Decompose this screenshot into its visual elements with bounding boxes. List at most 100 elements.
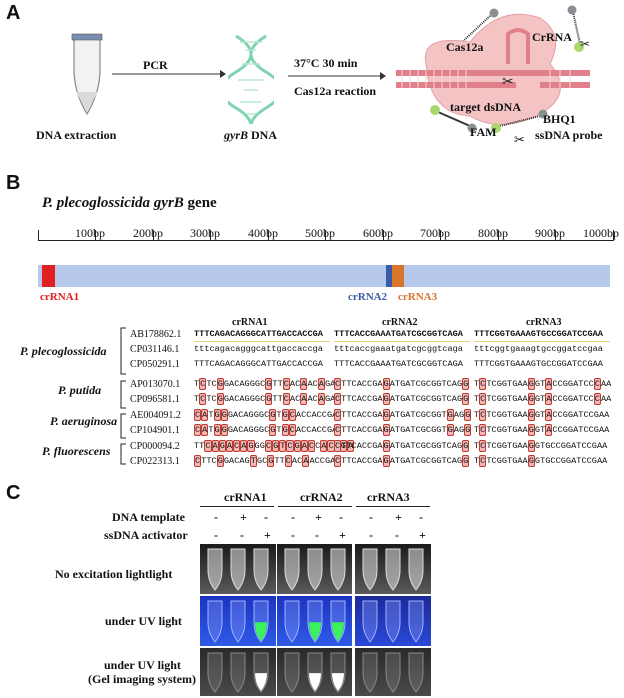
c-header-crrna3: crRNA3 [367, 490, 410, 504]
accession-label: AE004091.2 [130, 410, 181, 421]
tube-icon [362, 652, 378, 693]
tube-icon [330, 548, 346, 591]
sequence-cell: TCTCGGTGAAGGTGCCGGATCCGAA [474, 440, 608, 452]
cas12a-label: Cas12a [446, 40, 484, 54]
accession-label: CP104901.1 [130, 425, 180, 436]
gene-title: P. plecoglossicida gyrB gene [42, 195, 217, 211]
tube-icon [362, 600, 378, 643]
accession-label: CP050291.1 [130, 359, 180, 370]
step-label-temp: 37°C 30 min [294, 56, 358, 70]
tube-photo-panel [277, 648, 352, 696]
ruler-tick [210, 230, 211, 240]
panel-a-label: A [6, 2, 21, 24]
arrow-icon [112, 70, 226, 78]
fam-label: FAM [470, 125, 497, 139]
tube-icon [408, 548, 424, 591]
row-label-gel: under UV light [104, 658, 181, 672]
svg-text:✂: ✂ [580, 37, 590, 51]
ruler-tick [325, 230, 326, 240]
sequence-cell: TTTCGGTGAAAGTGCCGGATCCGAA [474, 359, 603, 369]
tube-icon [307, 652, 323, 693]
tube-icon [284, 600, 300, 643]
ssdna-activator-sign: - [240, 528, 244, 542]
panel-b-label: B [6, 172, 21, 194]
ssdna-activator-sign: - [315, 528, 319, 542]
crrna3-marker [392, 265, 404, 287]
panel-c-label: C [6, 482, 21, 504]
ssdna-activator-sign: - [395, 528, 399, 542]
ruler-tick [440, 230, 441, 240]
header-row-underline [334, 341, 470, 342]
tube-icon [253, 652, 269, 693]
group-brackets [120, 327, 126, 465]
tick-label: 800bp [478, 226, 508, 240]
tube-icon [253, 600, 269, 643]
accession-label: AB178862.1 [130, 329, 182, 340]
c-header-underline [200, 506, 274, 507]
dna-template-sign: + [240, 510, 247, 524]
row-label-uv: under UV light [105, 614, 182, 628]
tube-icon [385, 548, 401, 591]
ssdna-activator-sign: + [419, 528, 426, 542]
dna-template-sign: - [214, 510, 218, 524]
tube-icon [408, 600, 424, 643]
tube-icon [408, 652, 424, 693]
accession-label: CP096581.1 [130, 394, 180, 405]
dna-template-sign: - [419, 510, 423, 524]
sequence-cell: tttcggtgaaagtgccggatccgaa [474, 344, 603, 354]
sequence-cell: tttcagacagggcattgaccaccga [194, 344, 323, 354]
sequence-cell: CTTCACCGAGATGATCGCGGTCAGG [334, 378, 470, 390]
accession-label: AP013070.1 [130, 379, 181, 390]
tube-label: DNA extraction [36, 128, 117, 142]
sequence-cell: CATGGGACAGGGCGTGCACCACCGA [194, 424, 337, 436]
tube-icon [307, 600, 323, 643]
ssdna-activator-label: ssDNA activator [104, 528, 188, 542]
header-row-underline [194, 341, 330, 342]
sequence-cell: TTCAGACAGGGCGTCGACCACCGA [194, 440, 355, 452]
ssdna-activator-sign: - [291, 528, 295, 542]
species-label: P. putida [58, 383, 102, 397]
gene-bar [38, 265, 610, 287]
crrna3-marker-label: crRNA3 [398, 291, 438, 303]
dna-template-sign: + [395, 510, 402, 524]
c-header-crrna2: crRNA2 [300, 490, 343, 504]
tube-photo-panel [200, 596, 276, 646]
tube-icon [330, 600, 346, 643]
dna-label: gyrB DNA [224, 128, 277, 142]
sequence-cell: TCTCGGACAGGGCGTTCACAACAGA [194, 393, 336, 405]
row-label-no-excitation: No excitation lightlight [55, 567, 173, 581]
tick-label: 900bp [535, 226, 565, 240]
sequence-cell: TCTCGGTGAAGGTACCGGATCCCAA [474, 378, 612, 390]
sequence-cell: TTTCACCGAAATGATCGCGGTCAGA [334, 329, 463, 339]
sequence-cell: TTTCAGACAGGGCATTGACCACCGA [194, 329, 323, 339]
c-header-underline [278, 506, 352, 507]
tube-icon [362, 548, 378, 591]
bhq1-label: BHQ1 [543, 112, 576, 126]
tube-photo-panel [355, 544, 431, 594]
svg-text:✂: ✂ [502, 75, 514, 90]
species-label: P. aeruginosa [50, 414, 118, 428]
tube-icon [207, 652, 223, 693]
accession-label: CP000094.2 [130, 441, 180, 452]
ssdna-activator-sign: + [264, 528, 271, 542]
accession-label: CP031146.1 [130, 344, 180, 355]
dna-template-sign: + [315, 510, 322, 524]
dna-template-label: DNA template [112, 510, 185, 524]
tube-icon [330, 652, 346, 693]
dna-template-sign: - [264, 510, 268, 524]
ruler-axis [38, 240, 614, 241]
dna-template-sign: - [339, 510, 343, 524]
sequence-cell: TCTCGGTGAAGGTACCGGATCCGAA [474, 424, 610, 436]
tube-icon [385, 600, 401, 643]
tube-photo-panel [355, 648, 431, 696]
sequence-cell: CTTCACCGAGATGATCGCGGTGAGG [334, 424, 472, 436]
pcr-label: PCR [143, 58, 168, 72]
sequence-cell: TTTCGGTGAAAGTGCCGGATCCGAA [474, 329, 603, 339]
tube-icon [284, 652, 300, 693]
dna-template-sign: - [369, 510, 373, 524]
arrow-icon [288, 72, 386, 80]
ruler-tick [383, 230, 384, 240]
tube-icon [253, 548, 269, 591]
sequence-cell: CTTCACCGAGATGATCGCGGTCAGG [334, 455, 470, 467]
ssdna-probe-label: ssDNA probe [535, 128, 603, 142]
